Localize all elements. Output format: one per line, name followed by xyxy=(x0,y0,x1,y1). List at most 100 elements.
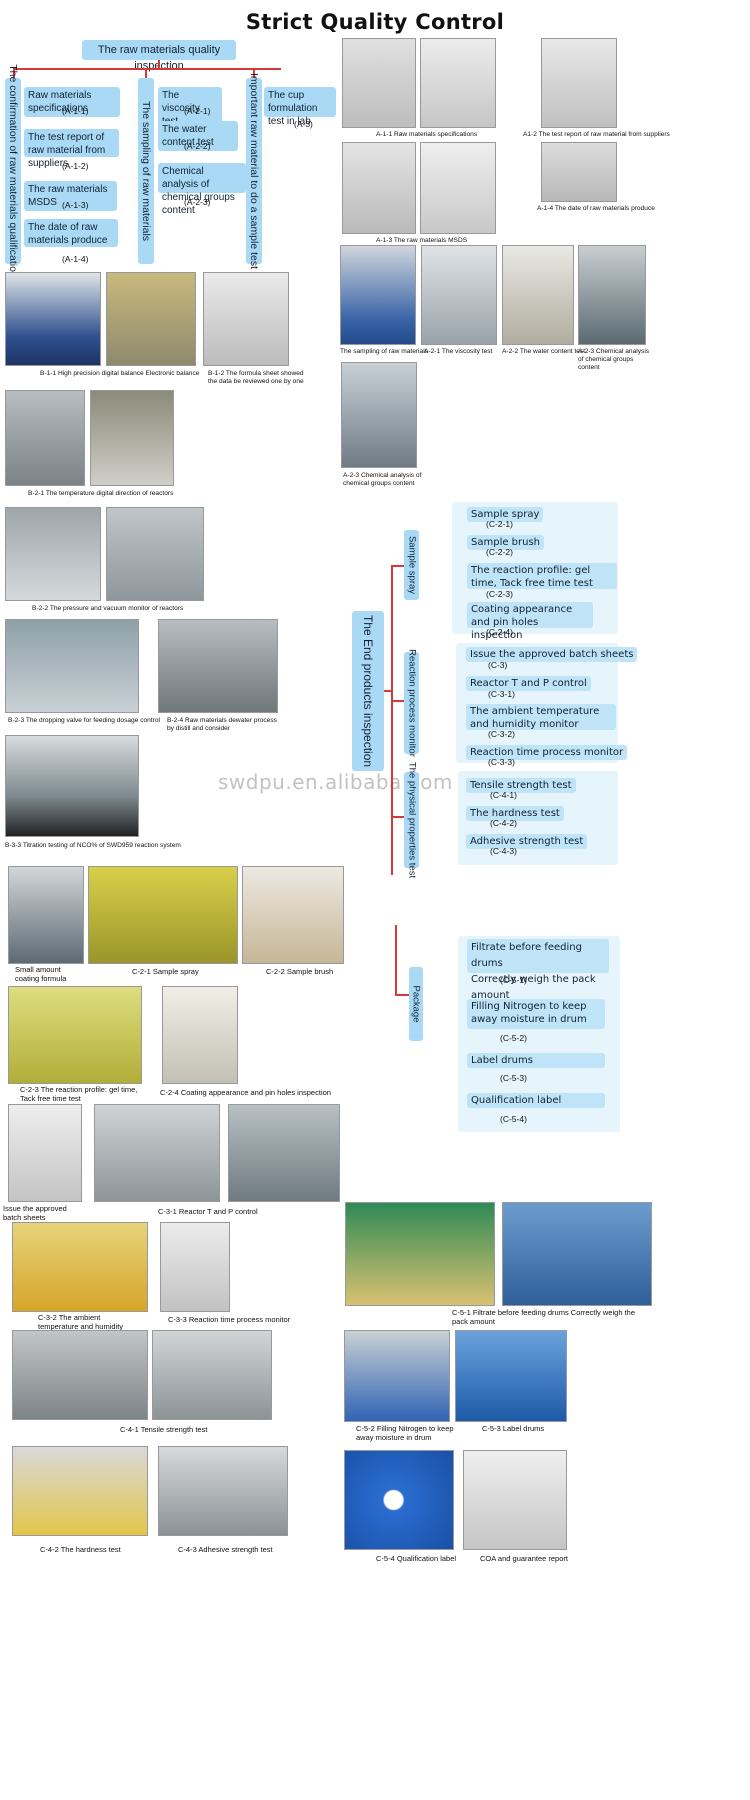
raw-item-code: (A-1-4) xyxy=(62,254,89,264)
photo-label xyxy=(344,1450,454,1550)
photo-caption: A-2-2 The water content test xyxy=(502,348,586,355)
photo-caption: A-2-3 Chemical analysis of chemical grou… xyxy=(343,472,422,487)
photo-caption: A-2-3 Chemical analysis of chemical grou… xyxy=(578,348,650,371)
photo-reactor xyxy=(228,1104,340,1202)
photo-pinhole xyxy=(162,986,238,1084)
photo-balance xyxy=(106,272,196,366)
raw-col2-label: The sampling of raw materials xyxy=(138,78,154,264)
package-item-code: (C-5-4) xyxy=(500,1114,527,1124)
end-branch-label: The physical properties test xyxy=(404,761,419,879)
end-item: The ambient temperature and humidity mon… xyxy=(466,704,616,730)
photo-document xyxy=(8,1104,82,1202)
end-item: Reaction time process monitor xyxy=(466,745,628,760)
raw-item: The water content test xyxy=(158,121,238,151)
photo-document xyxy=(541,38,617,128)
photo-caption: C-3-3 Reaction time process monitor xyxy=(168,1315,291,1324)
photo-caption: C-4-2 The hardness test xyxy=(40,1545,121,1554)
photo-hygrometer xyxy=(12,1222,148,1312)
end-branch-label: Reaction process monitor xyxy=(404,649,419,757)
photo-document xyxy=(160,1222,230,1312)
connector xyxy=(13,68,281,70)
raw-item-code: (A-2-2) xyxy=(184,141,211,151)
package-item-code: (C-5-2) xyxy=(500,1033,527,1043)
photo-document xyxy=(541,142,617,202)
raw-col3-label: Important raw material to do a sample te… xyxy=(246,72,262,270)
photo-caption: B-1-1 High precision digital balance Ele… xyxy=(40,370,200,377)
end-item-code: (C-4-1) xyxy=(490,790,517,800)
photo-balance xyxy=(5,272,101,366)
raw-col1-label: The confirmation of raw materials qualif… xyxy=(5,64,21,278)
end-item-code: (C-4-3) xyxy=(490,846,517,856)
photo-titration xyxy=(5,735,139,837)
photo-caption: C-2-2 Sample brush xyxy=(266,967,334,976)
end-item-code: (C-4-2) xyxy=(490,818,517,828)
connector xyxy=(391,700,405,702)
photo-caption: C-4-3 Adhesive strength test xyxy=(178,1545,273,1554)
package-item: Qualification label xyxy=(467,1093,605,1108)
photo-caption: B-2-2 The pressure and vacuum monitor of… xyxy=(32,605,184,612)
photo-weigh xyxy=(502,1202,652,1306)
photo-coa xyxy=(463,1450,567,1550)
connector xyxy=(391,816,405,818)
photo-nitrogen xyxy=(344,1330,450,1422)
end-item: Issue the approved batch sheets xyxy=(466,647,638,662)
connector xyxy=(391,565,393,875)
photo-caption: C-5-1 Filtrate before feeding drums Corr… xyxy=(452,1308,635,1326)
connector xyxy=(384,690,392,692)
end-item-code: (C-3-2) xyxy=(488,729,515,739)
end-main-label: The End products inspection xyxy=(352,611,384,771)
end-panel xyxy=(456,643,618,763)
end-item: Sample brush xyxy=(467,535,545,550)
raw-item: The raw materials MSDS xyxy=(24,181,117,211)
photo-lab xyxy=(340,245,416,345)
photo-reactor xyxy=(90,390,174,486)
raw-item: Raw materials specifications xyxy=(24,87,120,117)
end-item: The hardness test xyxy=(466,806,564,821)
photo-control-panel xyxy=(94,1104,220,1202)
raw-item-code: (A-1-1) xyxy=(62,106,89,116)
photo-caption: A1-2 The test report of raw material fro… xyxy=(523,131,670,138)
photo-document xyxy=(203,272,289,366)
photo-caption: A-1-3 The raw materials MSDS xyxy=(376,237,468,244)
photo-filtrate xyxy=(345,1202,495,1306)
connector xyxy=(158,60,160,69)
photo-tensile xyxy=(152,1330,272,1420)
end-item: Sample spray xyxy=(467,507,544,522)
photo-caption: C-4-1 Tensile strength test xyxy=(120,1425,208,1434)
end-item: Coating appearance and pin holes inspect… xyxy=(467,602,593,641)
photo-caption: A-2-1 The viscosity test xyxy=(424,348,493,355)
photo-adhesion xyxy=(158,1446,288,1536)
end-item-code: (C-2-2) xyxy=(486,547,513,557)
photo-caption: C-5-3 Label drums xyxy=(482,1424,545,1433)
connector xyxy=(145,68,147,78)
photo-reactor xyxy=(5,507,101,601)
end-item-code: (C-3-1) xyxy=(488,689,515,699)
photo-caption: B-1-2 The formula sheet showed the data … xyxy=(208,370,304,385)
photo-document xyxy=(342,38,416,128)
photo-reactor xyxy=(5,619,139,713)
photo-caption: C-3-1 Reactor T and P control xyxy=(158,1207,258,1216)
photo-lab xyxy=(8,866,84,964)
raw-item-code: (A-2-3) xyxy=(184,197,211,207)
page-title: Strict Quality Control xyxy=(245,10,505,34)
connector xyxy=(395,994,409,996)
photo-caption: B-2-1 The temperature digital direction … xyxy=(28,490,174,497)
photo-caption: A-1-4 The date of raw materials produce xyxy=(537,205,655,212)
photo-reactor xyxy=(106,507,204,601)
end-item-code: (C-3-3) xyxy=(488,757,515,767)
photo-brush xyxy=(242,866,344,964)
package-label: Package xyxy=(409,967,423,1041)
package-item-code: (C-5-3) xyxy=(500,1073,527,1083)
connector xyxy=(13,68,15,78)
photo-reactor xyxy=(5,390,85,486)
photo-document xyxy=(420,142,496,234)
raw-item-code: (A-1-3) xyxy=(62,200,89,210)
photo-caption: Issue the approved batch sheets xyxy=(3,1204,67,1222)
photo-reactor xyxy=(158,619,278,713)
raw-item: The date of raw materials produce xyxy=(24,219,118,247)
photo-lab xyxy=(502,245,574,345)
end-item: Reactor T and P control xyxy=(466,676,591,691)
end-item-code: (C-3) xyxy=(488,660,508,670)
photo-caption: The sampling of raw materials xyxy=(340,348,428,355)
